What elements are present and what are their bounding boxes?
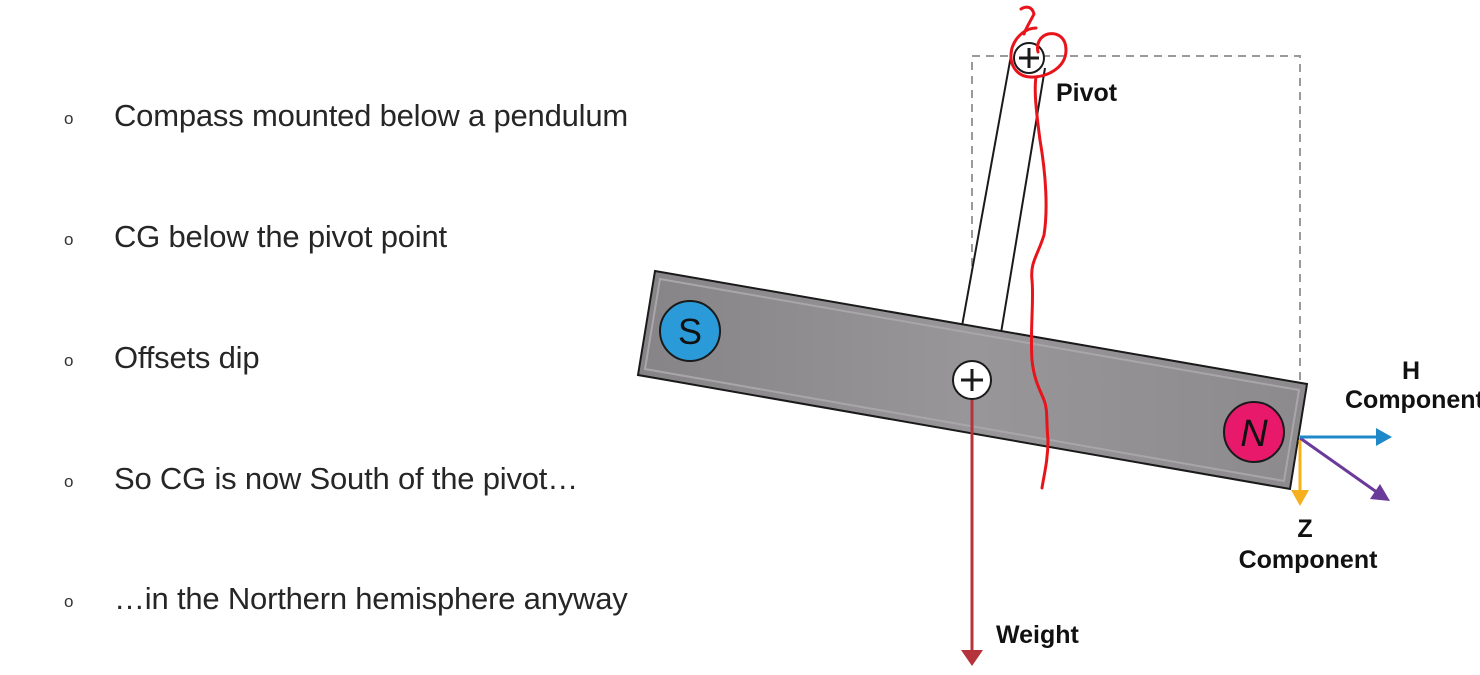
north-pole-icon: N bbox=[1223, 401, 1285, 463]
bullet-item: o Compass mounted below a pendulum bbox=[64, 98, 628, 134]
resultant-field-arrow bbox=[1299, 436, 1390, 501]
bullet-item: o So CG is now South of the pivot… bbox=[64, 461, 578, 497]
dashed-reference-box bbox=[971, 55, 1301, 387]
bullet-marker-icon: o bbox=[64, 592, 74, 611]
bullet-marker-icon: o bbox=[64, 109, 74, 128]
bullet-text: CG below the pivot point bbox=[114, 219, 447, 254]
pivot-label: Pivot bbox=[1056, 79, 1118, 107]
bullet-marker-icon: o bbox=[64, 472, 74, 491]
weight-label: Weight bbox=[996, 621, 1080, 649]
pivot-point-icon bbox=[1013, 42, 1045, 74]
bullet-item: o CG below the pivot point bbox=[64, 219, 447, 255]
north-pole-label: N bbox=[1240, 413, 1268, 455]
bullet-text: Offsets dip bbox=[114, 340, 260, 375]
bullet-item: o Offsets dip bbox=[64, 340, 260, 376]
bullet-text: …in the Northern hemisphere anyway bbox=[114, 581, 628, 616]
bullet-list: o Compass mounted below a pendulum o CG … bbox=[0, 0, 700, 675]
z-component-letter: Z bbox=[1297, 515, 1312, 543]
z-component-label: Component bbox=[1239, 546, 1379, 574]
z-component-arrow bbox=[1291, 440, 1309, 506]
bullet-text: Compass mounted below a pendulum bbox=[114, 98, 629, 133]
bullet-marker-icon: o bbox=[64, 351, 74, 370]
south-pole-label: S bbox=[678, 311, 702, 352]
hand-drawn-annotation bbox=[1009, 5, 1068, 490]
weight-arrow bbox=[961, 398, 983, 666]
bullet-text: So CG is now South of the pivot… bbox=[114, 461, 579, 496]
south-pole-icon: S bbox=[659, 300, 721, 362]
center-of-gravity-icon bbox=[952, 360, 992, 400]
h-component-letter: H bbox=[1402, 357, 1420, 385]
h-component-label: Component bbox=[1345, 386, 1480, 414]
bullet-item: o …in the Northern hemisphere anyway bbox=[64, 581, 628, 617]
bullet-marker-icon: o bbox=[64, 230, 74, 249]
h-component-arrow bbox=[1300, 428, 1392, 446]
